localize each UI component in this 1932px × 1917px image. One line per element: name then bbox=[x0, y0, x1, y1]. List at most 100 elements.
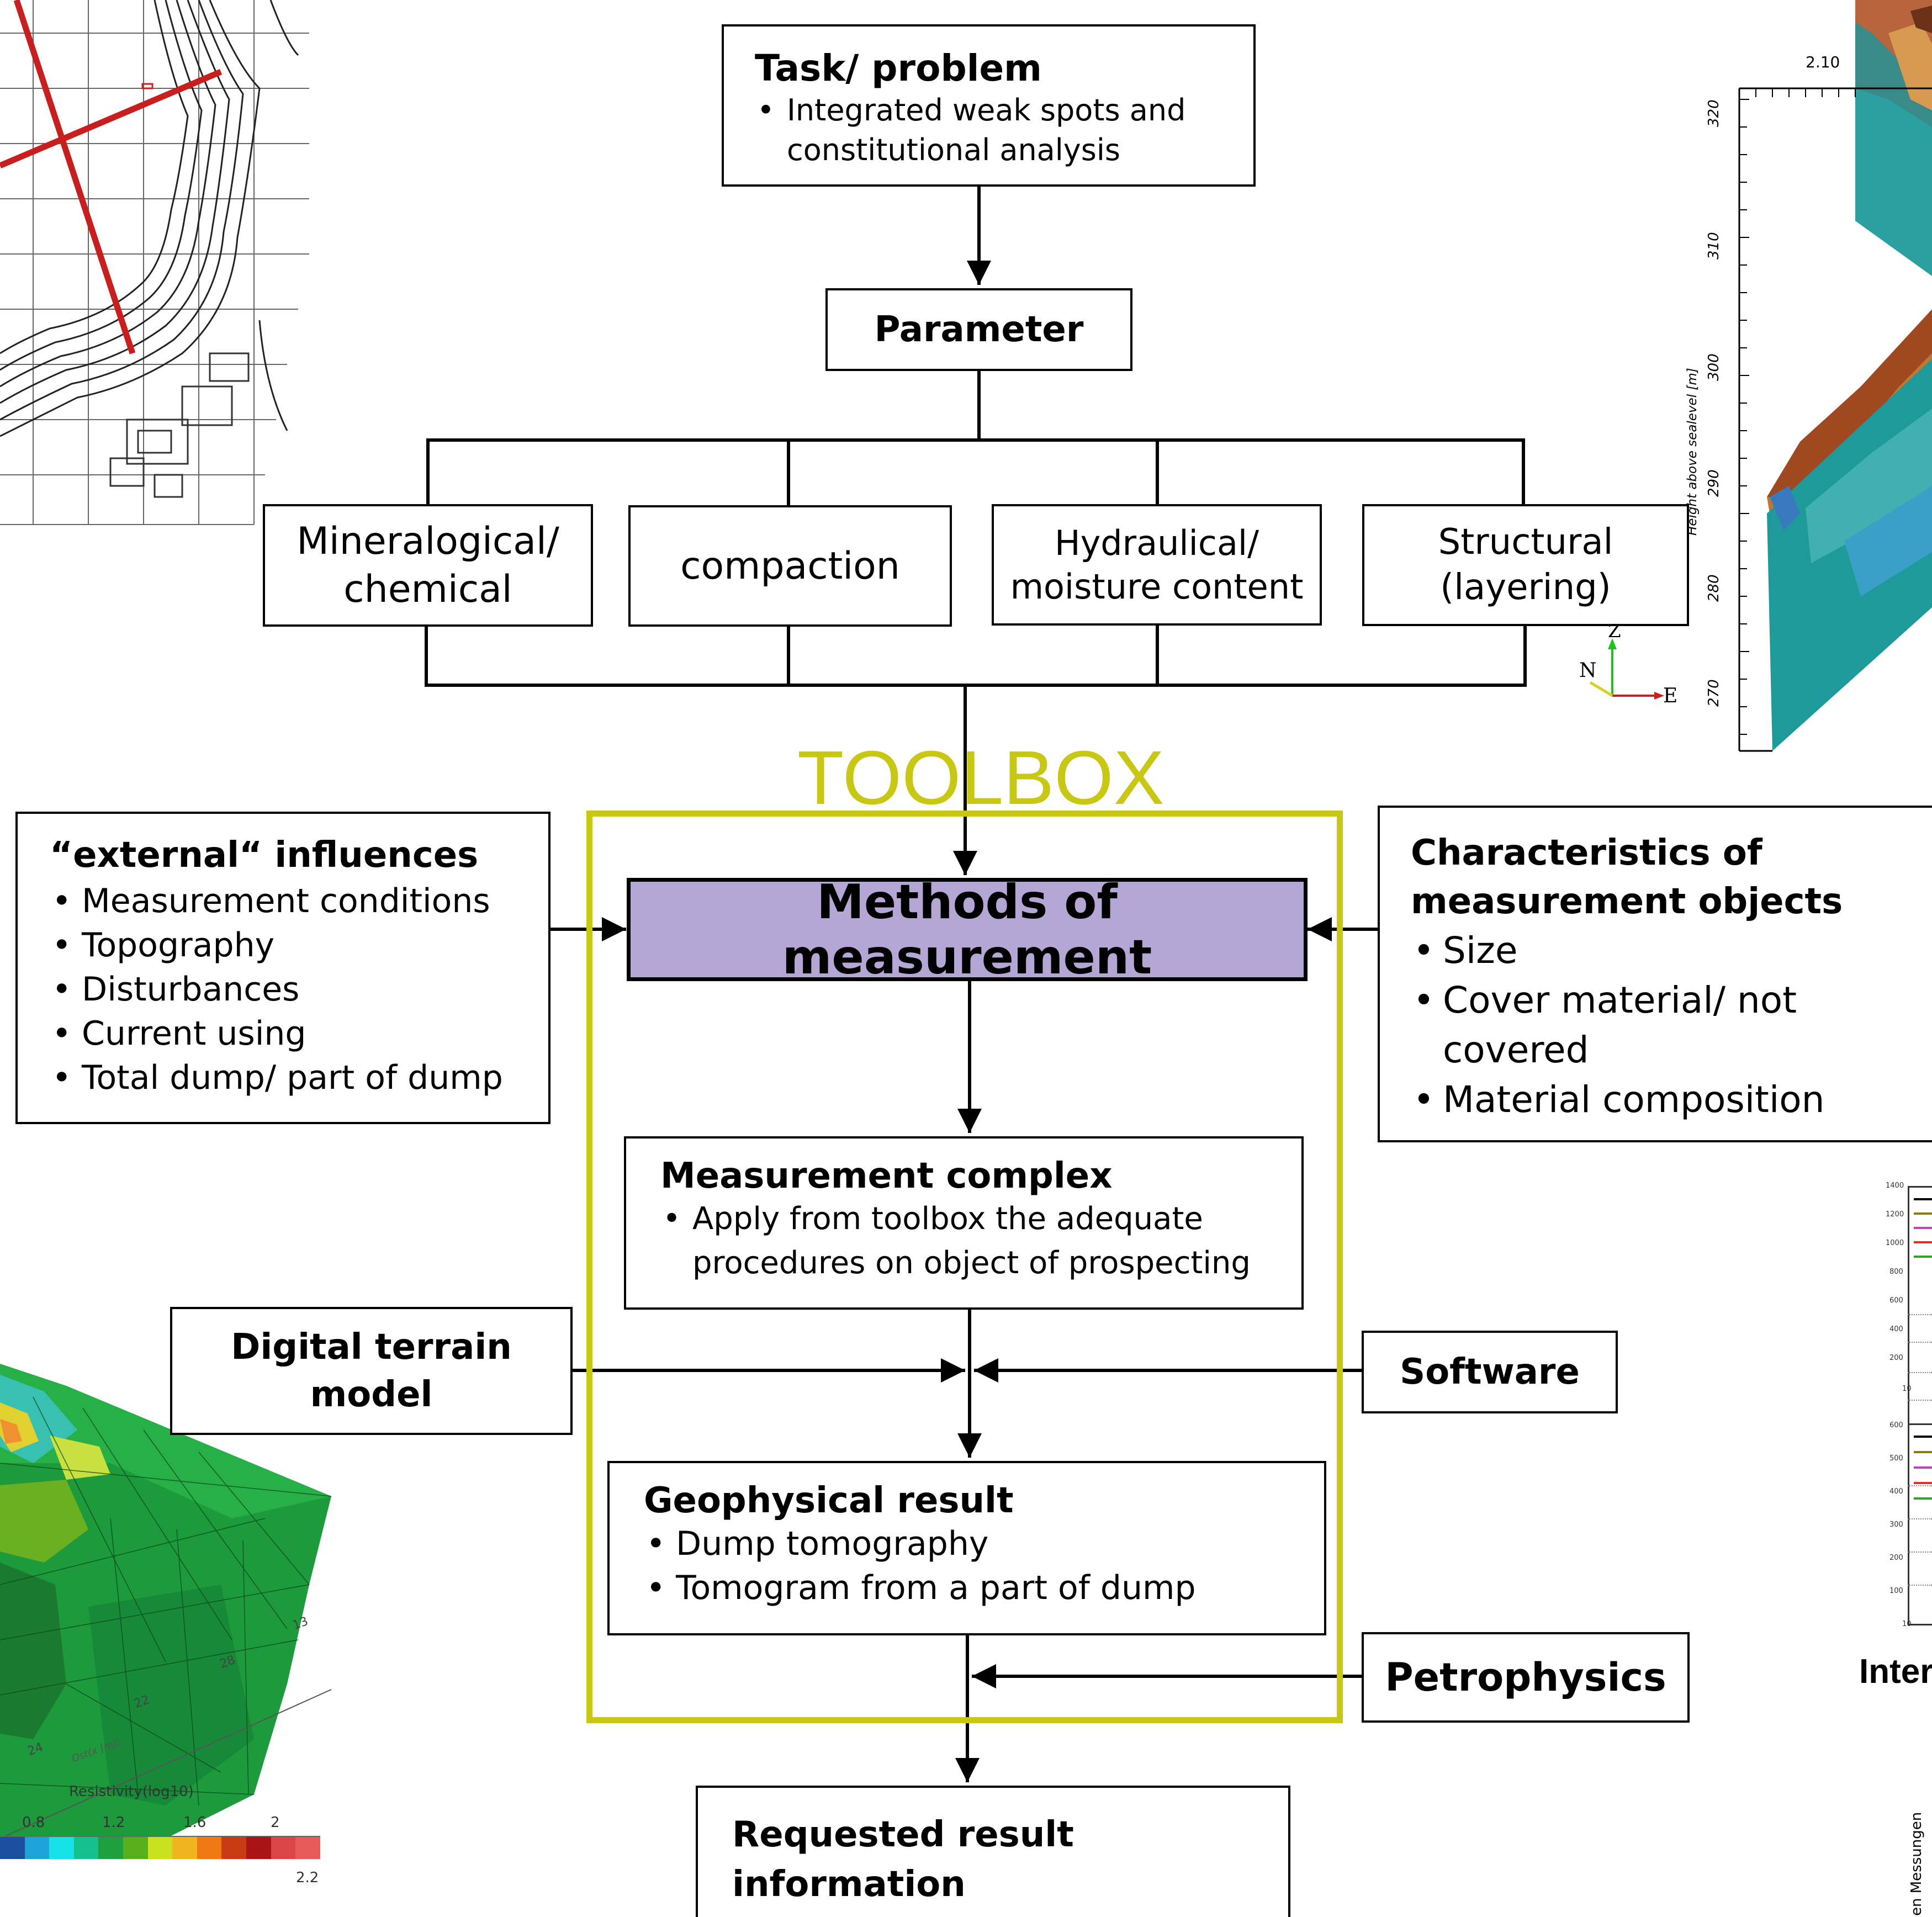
section-plot-image: 2.10 320 310 300 290 280 270 Height abov… bbox=[1685, 0, 1932, 752]
toolbox-label: TOOLBOX bbox=[797, 735, 1165, 820]
compass-n-label: N bbox=[1579, 659, 1597, 682]
legend-swatch bbox=[0, 1837, 25, 1859]
curve-tick: 800 bbox=[1889, 1268, 1903, 1276]
category-label: moisture content bbox=[1010, 566, 1304, 607]
external-item: Measurement conditions bbox=[50, 879, 548, 923]
task-items: Integrated weak spots and constitutional… bbox=[755, 91, 1208, 170]
external-item: Disturbances bbox=[50, 967, 548, 1012]
external-item: Total dump/ part of dump bbox=[50, 1056, 548, 1100]
section-plot-tick: 320 bbox=[1706, 99, 1722, 127]
resistivity-legend-title: Resistivity(log10) bbox=[69, 1783, 194, 1800]
software-label: Software bbox=[1400, 1352, 1580, 1392]
category-label: compaction bbox=[680, 544, 900, 588]
legend-swatch bbox=[221, 1837, 247, 1859]
resistivity-legend-tick: 0.8 bbox=[22, 1814, 45, 1831]
dtm-label: Digital terrain bbox=[231, 1326, 512, 1368]
characteristics-title-1: Characteristics of bbox=[1411, 833, 1762, 873]
section-plot-tick: 300 bbox=[1706, 353, 1722, 381]
external-items: Measurement conditions Topography Distur… bbox=[50, 879, 548, 1100]
compass-icon: Z N E bbox=[1579, 624, 1677, 707]
resistivity-legend-tick: 1.6 bbox=[183, 1814, 207, 1831]
characteristics-items: Size Cover material/ not covered Materia… bbox=[1411, 926, 1841, 1125]
parameter-box: Parameter bbox=[825, 288, 1132, 371]
compass-e-label: E bbox=[1663, 685, 1677, 707]
category-label: Structural bbox=[1438, 521, 1613, 563]
legend-swatch bbox=[73, 1837, 99, 1859]
geo-item: Tomogram from a part of dump bbox=[644, 1566, 1324, 1610]
characteristics-item: Material composition bbox=[1411, 1075, 1841, 1125]
curve-plots-image: 1400 1200 1000 800 600 400 200 10 600 50… bbox=[1859, 1176, 1932, 1917]
resistivity-legend-max: 2.2 bbox=[296, 1870, 319, 1886]
resistivity-legend-tick: 2 bbox=[271, 1814, 280, 1831]
requested-subtitle: Potential zones of weakness bbox=[732, 1909, 1288, 1917]
characteristics-box: Characteristics of measurement objects S… bbox=[1378, 806, 1932, 1142]
resistivity-legend-tick: 1.2 bbox=[102, 1814, 125, 1831]
geo-title: Geophysical result bbox=[644, 1480, 1014, 1521]
characteristics-item: Size bbox=[1411, 926, 1841, 976]
category-label: (layering) bbox=[1440, 566, 1611, 608]
curve-tick: 300 bbox=[1889, 1521, 1903, 1529]
curve-tick: 1000 bbox=[1886, 1239, 1904, 1247]
parameter-label: Parameter bbox=[874, 309, 1084, 350]
curve-x-tick: 10 bbox=[1902, 1620, 1912, 1628]
task-box: Task/ problem Integrated weak spots and … bbox=[722, 24, 1256, 187]
curve-tick: 1400 bbox=[1886, 1182, 1904, 1190]
complex-item: Apply from toolbox the adequate procedur… bbox=[660, 1197, 1257, 1285]
legend-swatch bbox=[98, 1837, 124, 1859]
dtm-label: model bbox=[310, 1374, 433, 1415]
external-title: “external“ influences bbox=[50, 835, 479, 876]
curve-x-tick: 10 bbox=[1902, 1385, 1912, 1393]
category-label: chemical bbox=[343, 568, 512, 611]
section-plot-tick: 290 bbox=[1706, 469, 1722, 497]
curve-tick: 100 bbox=[1889, 1587, 1903, 1595]
section-plot-tick: 280 bbox=[1706, 574, 1722, 602]
characteristics-title-2: measurement objects bbox=[1411, 881, 1843, 922]
methods-box: Methods of measurement bbox=[627, 875, 1308, 985]
curve-tick: 500 bbox=[1889, 1454, 1903, 1463]
category-box-mineralogical: Mineralogical/ chemical bbox=[263, 504, 593, 627]
methods-label: Methods of measurement bbox=[782, 874, 1152, 985]
legend-swatch bbox=[172, 1837, 197, 1859]
legend-swatch bbox=[49, 1837, 74, 1859]
toolbox-frame bbox=[586, 811, 1343, 1723]
digital-terrain-model-box: Digital terrain model bbox=[170, 1307, 573, 1435]
geophysical-result-box: Geophysical result Dump tomography Tomog… bbox=[607, 1461, 1326, 1635]
task-title: Task/ problem bbox=[755, 47, 1042, 89]
requested-result-box: Requested result information Potential z… bbox=[696, 1786, 1290, 1917]
complex-title: Measurement complex bbox=[660, 1156, 1113, 1196]
curve-plots-caption: Inter bbox=[1859, 1653, 1932, 1691]
external-item: Topography bbox=[50, 923, 548, 967]
legend-swatch bbox=[147, 1837, 173, 1859]
geo-item: Dump tomography bbox=[644, 1522, 1324, 1566]
section-plot-tick: 270 bbox=[1706, 679, 1722, 707]
legend-swatch bbox=[123, 1837, 148, 1859]
curve-tick: 600 bbox=[1889, 1421, 1903, 1429]
curve-tick: 600 bbox=[1889, 1296, 1903, 1305]
curve-tick: 400 bbox=[1889, 1487, 1903, 1496]
requested-title: Requested result information bbox=[732, 1814, 1074, 1905]
petrophysics-label: Petrophysics bbox=[1385, 1655, 1666, 1700]
curve-tick: 200 bbox=[1889, 1554, 1903, 1562]
resistivity-legend-bar bbox=[0, 1836, 320, 1859]
petrophysics-box: Petrophysics bbox=[1362, 1632, 1690, 1723]
legend-swatch bbox=[197, 1837, 222, 1859]
category-label: Mineralogical/ bbox=[297, 519, 559, 563]
category-box-compaction: compaction bbox=[628, 505, 952, 627]
external-item: Current using bbox=[50, 1012, 548, 1056]
measurement-complex-box: Measurement complex Apply from toolbox t… bbox=[624, 1136, 1304, 1310]
curve-tick: 200 bbox=[1889, 1354, 1903, 1362]
compass-z-label: Z bbox=[1608, 624, 1621, 642]
geo-items: Dump tomography Tomogram from a part of … bbox=[644, 1522, 1324, 1610]
legend-swatch bbox=[246, 1837, 271, 1859]
site-map-image bbox=[0, 0, 309, 525]
category-box-structural: Structural (layering) bbox=[1362, 504, 1689, 626]
category-box-hydraulical: Hydraulical/ moisture content bbox=[992, 504, 1322, 626]
characteristics-item: Cover material/ not covered bbox=[1411, 976, 1841, 1075]
legend-swatch bbox=[24, 1837, 50, 1859]
category-label: Hydraulical/ bbox=[1054, 522, 1259, 563]
legend-swatch bbox=[295, 1837, 320, 1859]
section-plot-tick: 310 bbox=[1706, 232, 1722, 260]
legend-swatch bbox=[271, 1837, 296, 1859]
resistivity-model-image bbox=[0, 1364, 332, 1839]
